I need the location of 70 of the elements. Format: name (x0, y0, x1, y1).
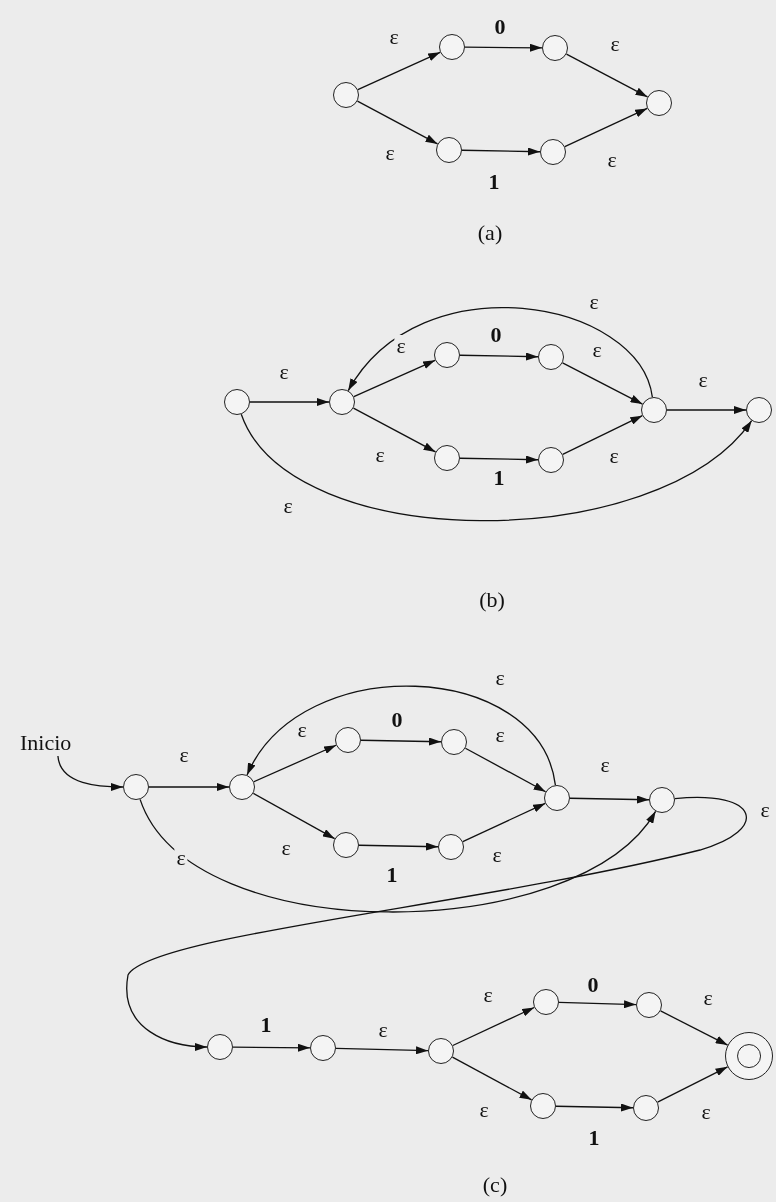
figure-caption: (c) (482, 1172, 508, 1198)
transition-arrow (253, 744, 337, 783)
state-circle (540, 139, 566, 165)
transition-arrow (352, 407, 437, 453)
transition-arrow (562, 415, 643, 455)
state-circle (434, 342, 460, 368)
transition-arrow (459, 352, 539, 361)
transition-arrow (564, 107, 648, 148)
state-circle (538, 344, 564, 370)
transition-arrow (358, 842, 439, 851)
state-circle (434, 445, 460, 471)
state-circle (207, 1034, 233, 1060)
transition-arrow (659, 1010, 729, 1046)
state-circle (333, 832, 359, 858)
state-circle (542, 35, 568, 61)
transition-arrow (357, 51, 441, 91)
state-circle (428, 1038, 454, 1064)
accepting-state-circle (725, 1032, 773, 1080)
state-circle (224, 389, 250, 415)
transition-arrow (347, 307, 653, 398)
transition-arrow (656, 1066, 729, 1103)
transition-arrow (252, 792, 336, 840)
state-circle (436, 137, 462, 163)
state-circle (439, 34, 465, 60)
transition-arrow (558, 1000, 637, 1009)
transition-arrow (451, 1056, 533, 1101)
state-circle (229, 774, 255, 800)
transition-arrow (569, 795, 650, 804)
transition-arrow (148, 783, 230, 791)
transition-arrow (452, 1006, 535, 1047)
state-circle (544, 785, 570, 811)
state-circle (538, 447, 564, 473)
transition-arrow (240, 413, 753, 522)
state-circle (636, 992, 662, 1018)
state-circle (641, 397, 667, 423)
transition-arrow (335, 1046, 429, 1055)
figure-caption: (b) (479, 587, 505, 613)
transition-arrow (461, 147, 541, 156)
figure-caption: (a) (477, 220, 503, 246)
start-label: Inicio (20, 730, 94, 756)
transition-arrow (459, 455, 539, 464)
state-circle (333, 82, 359, 108)
transition-arrow (555, 1103, 634, 1112)
transition-arrow (464, 747, 547, 793)
state-circle (335, 727, 361, 753)
transition-arrow (462, 802, 546, 843)
state-circle (633, 1095, 659, 1121)
state-circle (123, 774, 149, 800)
transition-arrow (561, 362, 644, 405)
state-circle (533, 989, 559, 1015)
transition-arrow (126, 796, 747, 1051)
transition-arrow (246, 685, 557, 786)
state-circle (310, 1035, 336, 1061)
transition-arrow (232, 1043, 311, 1052)
transition-arrow (353, 359, 436, 398)
state-circle (441, 729, 467, 755)
state-circle (438, 834, 464, 860)
transition-arrow (666, 406, 747, 414)
state-circle (646, 90, 672, 116)
transition-arrow (57, 755, 124, 791)
state-circle (746, 397, 772, 423)
transition-arrow (464, 43, 543, 52)
state-circle (530, 1093, 556, 1119)
transition-arrow (360, 737, 442, 746)
transition-arrow (356, 100, 439, 145)
transition-arrow (139, 798, 657, 913)
transition-arrow (249, 398, 330, 406)
state-circle (329, 389, 355, 415)
state-circle (649, 787, 675, 813)
transition-arrow (565, 53, 649, 98)
